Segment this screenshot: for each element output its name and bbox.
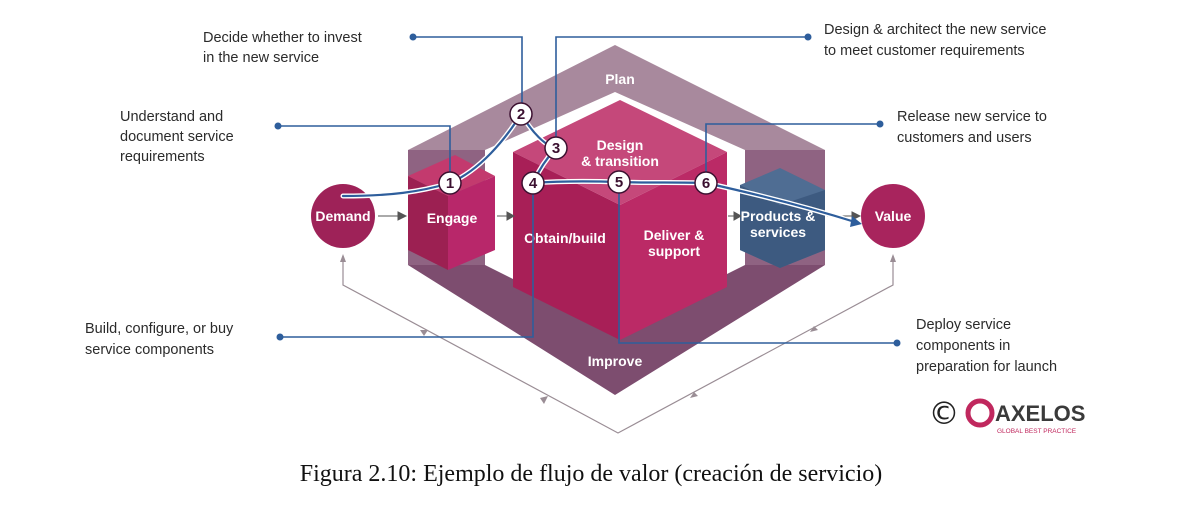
cube-right: [620, 152, 727, 340]
plan-label: Plan: [605, 71, 635, 87]
demand-label: Demand: [315, 208, 370, 224]
axelos-brand: AXELOS: [995, 401, 1085, 426]
central-cube: [513, 100, 727, 340]
annotation-design-line-2: to meet customer requirements: [824, 43, 1025, 59]
figure-caption: Figura 2.10: Ejemplo de flujo de valor (…: [300, 461, 882, 487]
annotation-release-line-1: Release new service to: [897, 109, 1047, 125]
step-2: 2: [509, 102, 533, 126]
cube-left: [513, 152, 620, 340]
annotation-invest-line-1: Decide whether to invest: [203, 30, 362, 46]
improve-label: Improve: [588, 353, 643, 369]
step-3: 3: [544, 136, 568, 160]
annotation-build: Build, configure, or buy service compone…: [85, 321, 234, 358]
axelos-tagline: GLOBAL BEST PRACTICE: [997, 428, 1077, 435]
engage-label: Engage: [427, 210, 478, 226]
step-2-number: 2: [517, 106, 525, 123]
step-5-number: 5: [615, 174, 623, 191]
axelos-logo: © AXELOS GLOBAL BEST PRACTICE: [929, 396, 1086, 435]
value-label: Value: [875, 208, 912, 224]
annotation-release: Release new service to customers and use…: [897, 109, 1047, 146]
annotation-understand-line-3: requirements: [120, 149, 205, 165]
step-6: 6: [694, 171, 718, 195]
services-label: services: [750, 224, 806, 240]
products-label: Products &: [741, 208, 816, 224]
annotation-invest: Decide whether to invest in the new serv…: [203, 30, 362, 66]
annotation-build-line-2: service components: [85, 342, 214, 358]
annotation-build-line-1: Build, configure, or buy: [85, 321, 234, 337]
annotation-understand: Understand and document service requirem…: [120, 109, 234, 165]
callout-dots: [274, 33, 901, 347]
obtain-build-label: Obtain/build: [524, 230, 606, 246]
step-1-number: 1: [446, 175, 454, 192]
annotation-deploy-line-2: components in: [916, 338, 1010, 354]
annotation-understand-line-1: Understand and: [120, 109, 223, 125]
transition-label: & transition: [581, 153, 659, 169]
feedback-arrows: [340, 254, 896, 404]
step-5: 5: [607, 170, 631, 194]
annotation-design: Design & architect the new service to me…: [824, 22, 1046, 59]
deliver-label: Deliver &: [644, 227, 705, 243]
copyright-icon: ©: [929, 396, 960, 432]
annotation-deploy-line-3: preparation for launch: [916, 359, 1057, 375]
annotation-deploy-line-1: Deploy service: [916, 317, 1011, 333]
step-3-number: 3: [552, 140, 560, 157]
annotation-release-line-2: customers and users: [897, 130, 1032, 146]
step-4: 4: [521, 171, 545, 195]
design-label: Design: [597, 137, 644, 153]
support-label: support: [648, 243, 700, 259]
step-1: 1: [438, 171, 462, 195]
step-6-number: 6: [702, 175, 710, 192]
value-node: Value: [861, 184, 925, 248]
annotation-design-line-1: Design & architect the new service: [824, 22, 1046, 38]
feedback-diamond: [342, 256, 894, 434]
demand-node: Demand: [311, 184, 375, 248]
annotation-invest-line-2: in the new service: [203, 50, 319, 66]
callout-lines: [278, 36, 897, 344]
annotation-understand-line-2: document service: [120, 129, 234, 145]
cube-top: [513, 100, 727, 205]
annotation-deploy: Deploy service components in preparation…: [916, 317, 1057, 375]
step-4-number: 4: [529, 175, 538, 192]
axelos-mark-icon: [965, 398, 995, 428]
